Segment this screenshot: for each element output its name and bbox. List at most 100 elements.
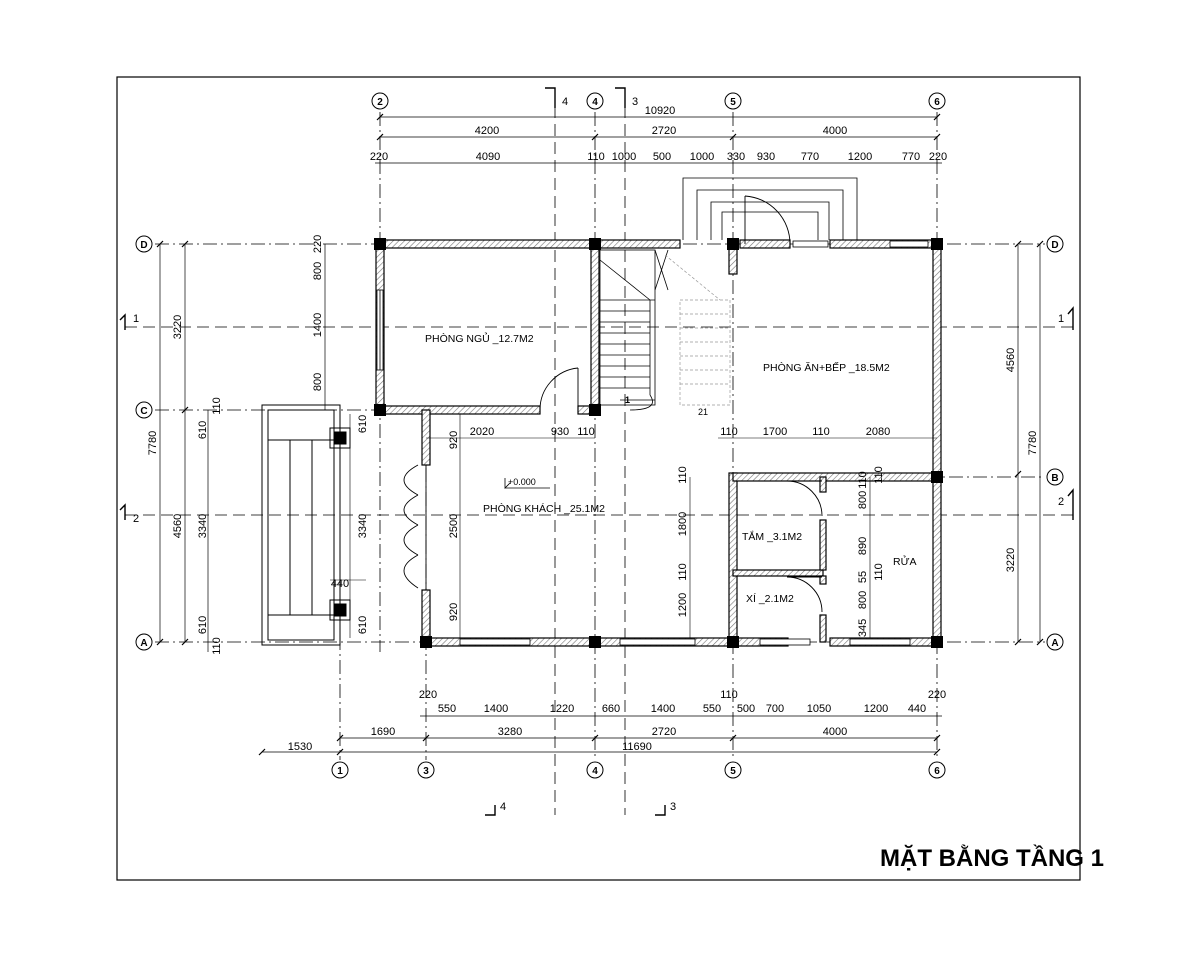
dim-top-r3-7: 930	[757, 151, 775, 163]
dim-top-r3-4: 500	[653, 151, 671, 163]
axis-label-6-top: 6	[934, 97, 940, 108]
dim-left-top-2: 1400	[312, 313, 324, 337]
dim-int-wash-v-7: 110	[873, 563, 885, 581]
dim-bot-r1-11: 1200	[864, 703, 888, 715]
axis-label-c-left: C	[140, 406, 147, 417]
dim-top-r3-6: 330	[727, 151, 745, 163]
axis-label-d-right: D	[1051, 240, 1058, 251]
dim-int-wash-v-3: 55	[857, 571, 869, 583]
axis-grid	[155, 112, 1045, 760]
dim-bot-r2-3: 4000	[823, 726, 847, 738]
dim-left-top-0: 220	[312, 235, 324, 253]
dim-top-4000: 4000	[823, 125, 847, 137]
dim-top-r3-1: 4090	[476, 151, 500, 163]
dim-int-porch-w: 440	[331, 578, 349, 590]
staircase	[599, 249, 669, 411]
dim-top-total: 10920	[645, 105, 676, 117]
axis-label-b-right: B	[1051, 473, 1058, 484]
room-label-bedroom: PHÒNG NGỦ _12.7M2	[425, 332, 534, 345]
room-label-wash: RỬA	[893, 555, 917, 568]
dim-left-top-3: 800	[312, 373, 324, 391]
entry-steps	[682, 177, 858, 240]
axis-bubbles	[135, 92, 1064, 779]
section-label-2-left: 2	[133, 513, 139, 525]
dim-int-living-v-0: 920	[448, 431, 460, 449]
room-label-living: PHÒNG KHÁCH _25.1M2	[483, 502, 605, 515]
dim-bot-r2-1: 3280	[498, 726, 522, 738]
dim-top-2720: 2720	[652, 125, 676, 137]
dim-int-c-3: 110	[720, 426, 738, 438]
porch	[261, 404, 351, 646]
dim-int-living-v-2: 920	[448, 603, 460, 621]
axis-label-4-bottom: 4	[592, 766, 598, 777]
dim-bot-r3-1: 11690	[622, 741, 652, 753]
dim-bot-r1-3: 1220	[550, 703, 574, 715]
dim-top-r3-8: 770	[801, 151, 819, 163]
dim-int-bath-v-2: 110	[677, 563, 689, 581]
dim-int-c-4: 1700	[763, 426, 787, 438]
dim-int-bath-v-0: 110	[677, 466, 689, 484]
dim-int-c-0: 2020	[470, 426, 494, 438]
section-label-3-bottom: 3	[670, 801, 676, 813]
dim-bot-r1-1: 550	[438, 703, 456, 715]
dim-int-wash-v-4: 800	[857, 591, 869, 609]
dim-int-c-6: 2080	[866, 426, 890, 438]
dim-left-bot-0: 610	[197, 421, 209, 439]
dim-bot-r1-9: 700	[766, 703, 784, 715]
dim-top-r3-10: 770	[902, 151, 920, 163]
dim-left-mid-0: 3220	[172, 315, 184, 339]
dim-int-porch-v-2: 610	[357, 616, 369, 634]
axis-label-6-bottom: 6	[934, 766, 940, 777]
axis-label-1-bottom: 1	[337, 766, 343, 777]
stair-upper-flight	[664, 254, 731, 406]
dim-int-wash-v-2: 890	[857, 537, 869, 555]
dim-bot-r1-12: 440	[908, 703, 926, 715]
dim-left-outer: 7780	[147, 431, 159, 455]
stair-label-start: 1	[625, 395, 630, 405]
dim-left-bot-3: 610	[197, 616, 209, 634]
room-label-dining-kitchen: PHÒNG ĂN+BẾP _18.5M2	[763, 361, 890, 374]
section-label-2-right: 2	[1058, 496, 1064, 508]
axis-label-2-top: 2	[377, 97, 383, 108]
windows	[376, 240, 929, 646]
dim-int-living-v-1: 2500	[448, 514, 460, 538]
stair-label-end: 21	[698, 407, 708, 417]
section-label-4-bottom: 4	[500, 801, 506, 813]
dim-left-mid-1: 4560	[172, 514, 184, 538]
dim-bot-r1-13: 220	[928, 689, 946, 701]
axis-label-4-top: 4	[592, 97, 598, 108]
dim-right-mid-1: 3220	[1005, 548, 1017, 572]
dim-int-porch-v-0: 610	[357, 415, 369, 433]
dim-top-r3-0: 220	[370, 151, 388, 163]
dim-right-mid-0: 4560	[1005, 348, 1017, 372]
section-markers	[119, 87, 1074, 816]
dim-int-bath-v-3: 1200	[677, 593, 689, 617]
dim-int-wash-v-0: 800	[857, 491, 869, 509]
axis-label-5-top: 5	[730, 97, 736, 108]
level-mark	[504, 478, 550, 489]
drawing-title: MẶT BẰNG TẦNG 1	[880, 844, 1104, 872]
dim-int-wash-v-6: 110	[873, 466, 885, 484]
drawing-frame	[116, 76, 1081, 881]
folding-doors	[403, 464, 427, 590]
dim-top-r3-5: 1000	[690, 151, 714, 163]
dim-bot-r1-7: 110	[720, 689, 738, 701]
dim-int-porch-v-1: 3340	[357, 514, 369, 538]
dim-bot-r3-0: 1530	[288, 741, 312, 753]
dim-int-c-5: 110	[812, 426, 830, 438]
axis-label-3-bottom: 3	[423, 766, 429, 777]
dim-top-r3-11: 220	[929, 151, 947, 163]
dim-bot-r1-8: 500	[737, 703, 755, 715]
doors	[539, 195, 823, 613]
dimension-lines	[159, 116, 1041, 753]
walls	[375, 239, 942, 647]
dim-top-r3-9: 1200	[848, 151, 872, 163]
dim-bot-r2-0: 1690	[371, 726, 395, 738]
dim-bot-r1-0: 220	[419, 689, 437, 701]
section-label-1-left: 1	[133, 313, 139, 325]
dim-top-r3-2: 110	[587, 151, 605, 163]
dim-right-outer: 7780	[1027, 431, 1039, 455]
dim-int-c-2: 110	[577, 426, 595, 438]
interior-dim-lines	[330, 414, 937, 638]
dim-left-bot-4: 110	[211, 637, 223, 655]
